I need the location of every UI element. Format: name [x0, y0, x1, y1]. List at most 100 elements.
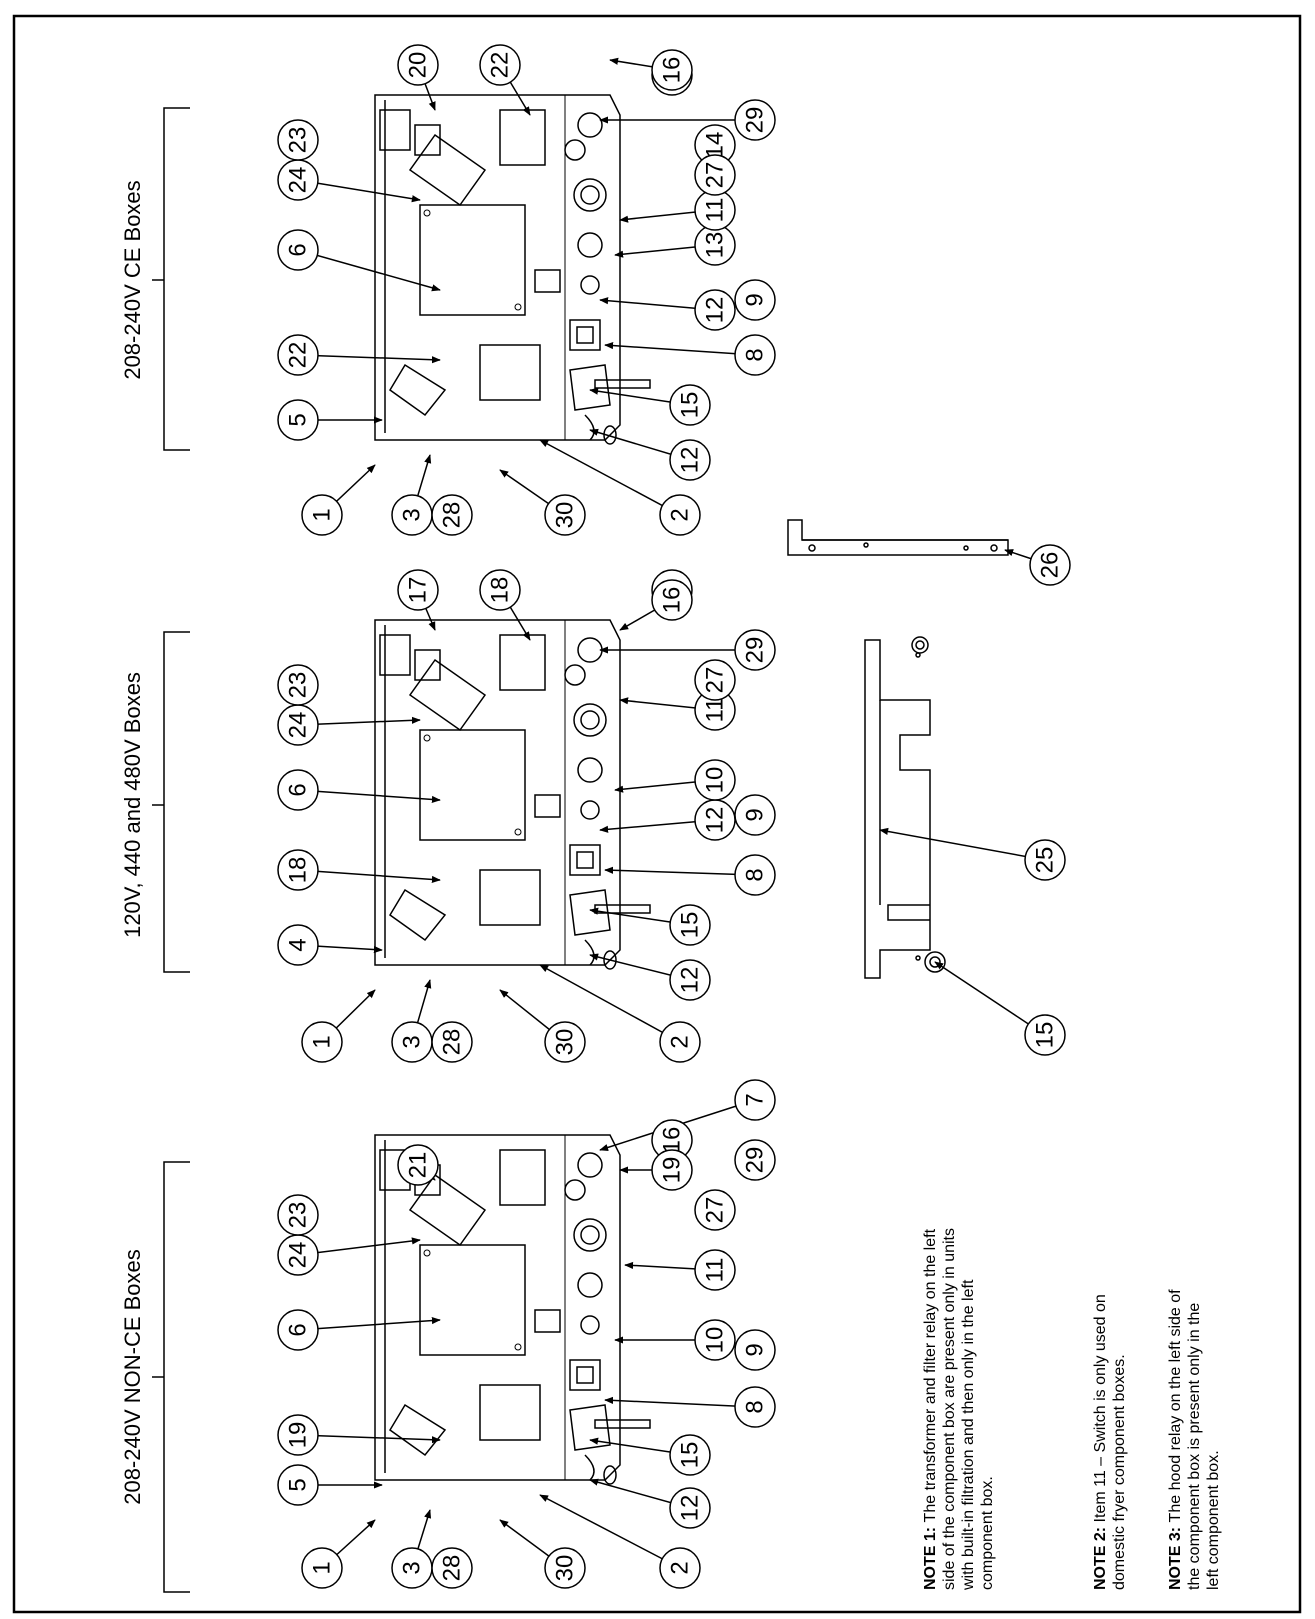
b3-balloon-13: 8	[604, 334, 776, 376]
notes-block: NOTE 1: The transformer and filter relay…	[922, 1228, 1222, 1591]
b3-balloon-15: 12	[599, 289, 736, 331]
b3-balloon-2: 28	[431, 494, 473, 536]
balloon-circle	[301, 1021, 343, 1063]
b3-balloon-10: 2	[539, 439, 701, 536]
b3-balloon-17: 11	[619, 189, 736, 231]
note-2-label: NOTE 2:	[1092, 1522, 1109, 1590]
b3-balloon-16: 13	[614, 224, 736, 266]
balloon-number: 27	[702, 1197, 729, 1224]
box-outline	[374, 619, 621, 966]
transformer-right	[479, 869, 541, 926]
balloon-number: 16	[659, 587, 686, 614]
knob	[577, 1272, 603, 1298]
note-1-text: The transformer and filter relay on the …	[922, 1228, 939, 1522]
balloon-circle	[659, 494, 701, 536]
b1-balloon-0: 1	[301, 1519, 376, 1589]
balloon-number: 25	[1032, 847, 1059, 874]
b1-balloon-16: 11	[624, 1249, 736, 1291]
b2-balloon-10: 2	[539, 964, 701, 1063]
knob-large	[573, 178, 607, 212]
balloon-number: 10	[702, 767, 729, 794]
connector	[534, 269, 561, 293]
balloon-number: 8	[742, 1400, 769, 1413]
balloon-circle	[1029, 544, 1071, 586]
balloon-number: 18	[285, 857, 312, 884]
balloon-number: 21	[405, 1152, 432, 1179]
b3-balloon-14: 9	[734, 279, 776, 321]
b2-balloon-0: 1	[301, 989, 376, 1063]
note-3-text: The hood relay on the left side of	[1167, 1289, 1184, 1523]
b2-balloon-3: 4	[277, 924, 383, 966]
balloon-number: 24	[285, 712, 312, 739]
b2-balloon-6: 24	[277, 704, 421, 746]
transformer-left	[408, 658, 487, 732]
relay	[379, 634, 411, 676]
knob	[577, 757, 603, 783]
circuit-board	[419, 1244, 526, 1356]
balloon-number: 2	[667, 1035, 694, 1048]
balloon-circle	[694, 1189, 736, 1231]
b3-balloon-7: 23	[277, 119, 319, 161]
balloon-circle	[694, 289, 736, 331]
balloon-circle	[651, 49, 693, 91]
b1-balloon-19: 7	[599, 1079, 776, 1151]
knob	[564, 664, 586, 686]
relay-small	[414, 124, 441, 156]
b3-balloon-4: 22	[277, 334, 441, 376]
b1-balloon-10: 2	[539, 1494, 701, 1589]
balloon-number: 11	[702, 698, 729, 723]
balloon-number: 3	[399, 1561, 426, 1574]
filter-relay	[389, 1403, 447, 1457]
box-outline	[374, 94, 621, 441]
box-outline	[374, 1134, 621, 1481]
rocker-switch-face	[576, 851, 594, 869]
balloon-circle	[669, 1487, 711, 1529]
b2-balloon-11: 12	[589, 953, 711, 1001]
filter-relay	[389, 363, 447, 417]
b2-balloon-18: 27	[694, 659, 736, 701]
b2-balloon-5: 6	[277, 769, 441, 811]
knob	[564, 139, 586, 161]
b1-balloon-4: 19	[277, 1414, 441, 1456]
transformer-right	[479, 1384, 541, 1441]
leader-line	[539, 1494, 681, 1569]
balloon-circle	[669, 439, 711, 481]
thermostat	[569, 1404, 611, 1451]
note-1-label: NOTE 1:	[922, 1522, 939, 1590]
thermostat	[569, 364, 611, 411]
connector	[534, 1309, 561, 1333]
b2-balloon-19: 29	[599, 629, 776, 671]
balloon-circle	[277, 229, 319, 271]
balloon-circle	[734, 1329, 776, 1371]
wire	[584, 1454, 595, 1481]
b3-balloon-9: 30	[499, 469, 586, 536]
b2-balloon-15: 12	[599, 799, 736, 841]
board-standoff	[514, 828, 522, 836]
balloon-number: 28	[439, 502, 466, 529]
balloon-circle	[734, 1079, 776, 1121]
balloon-number: 1	[309, 1035, 336, 1048]
bracket-part-25	[864, 636, 946, 979]
leader-line	[934, 961, 1046, 1036]
b1-balloon-15: 10	[614, 1319, 736, 1361]
note-1-line-0: NOTE 1: The transformer and filter relay…	[922, 1228, 939, 1590]
b2-balloon-2: 28	[431, 1021, 473, 1063]
b3-balloon-22: 16	[609, 49, 693, 91]
balloon-number: 2	[667, 1561, 694, 1574]
b1-balloon-3: 5	[277, 1464, 383, 1506]
leader-line	[297, 789, 441, 804]
b3-balloon-8: 20	[397, 44, 439, 111]
b1-balloon-13: 8	[604, 1386, 776, 1428]
b3-balloon-19: 27	[694, 154, 736, 196]
balloon-circle	[277, 1464, 319, 1506]
note-2-text: Item 11 – Switch is only used on	[1092, 1294, 1109, 1522]
balloon-circle	[734, 279, 776, 321]
balloon-circle	[277, 334, 319, 376]
knob-large-inner	[580, 710, 600, 730]
knob-large-inner	[580, 1225, 600, 1245]
b2-balloon-7: 23	[277, 664, 319, 706]
balloon-circle	[277, 1414, 319, 1456]
transformer-right	[479, 344, 541, 401]
b2-balloon-4: 18	[277, 849, 441, 891]
